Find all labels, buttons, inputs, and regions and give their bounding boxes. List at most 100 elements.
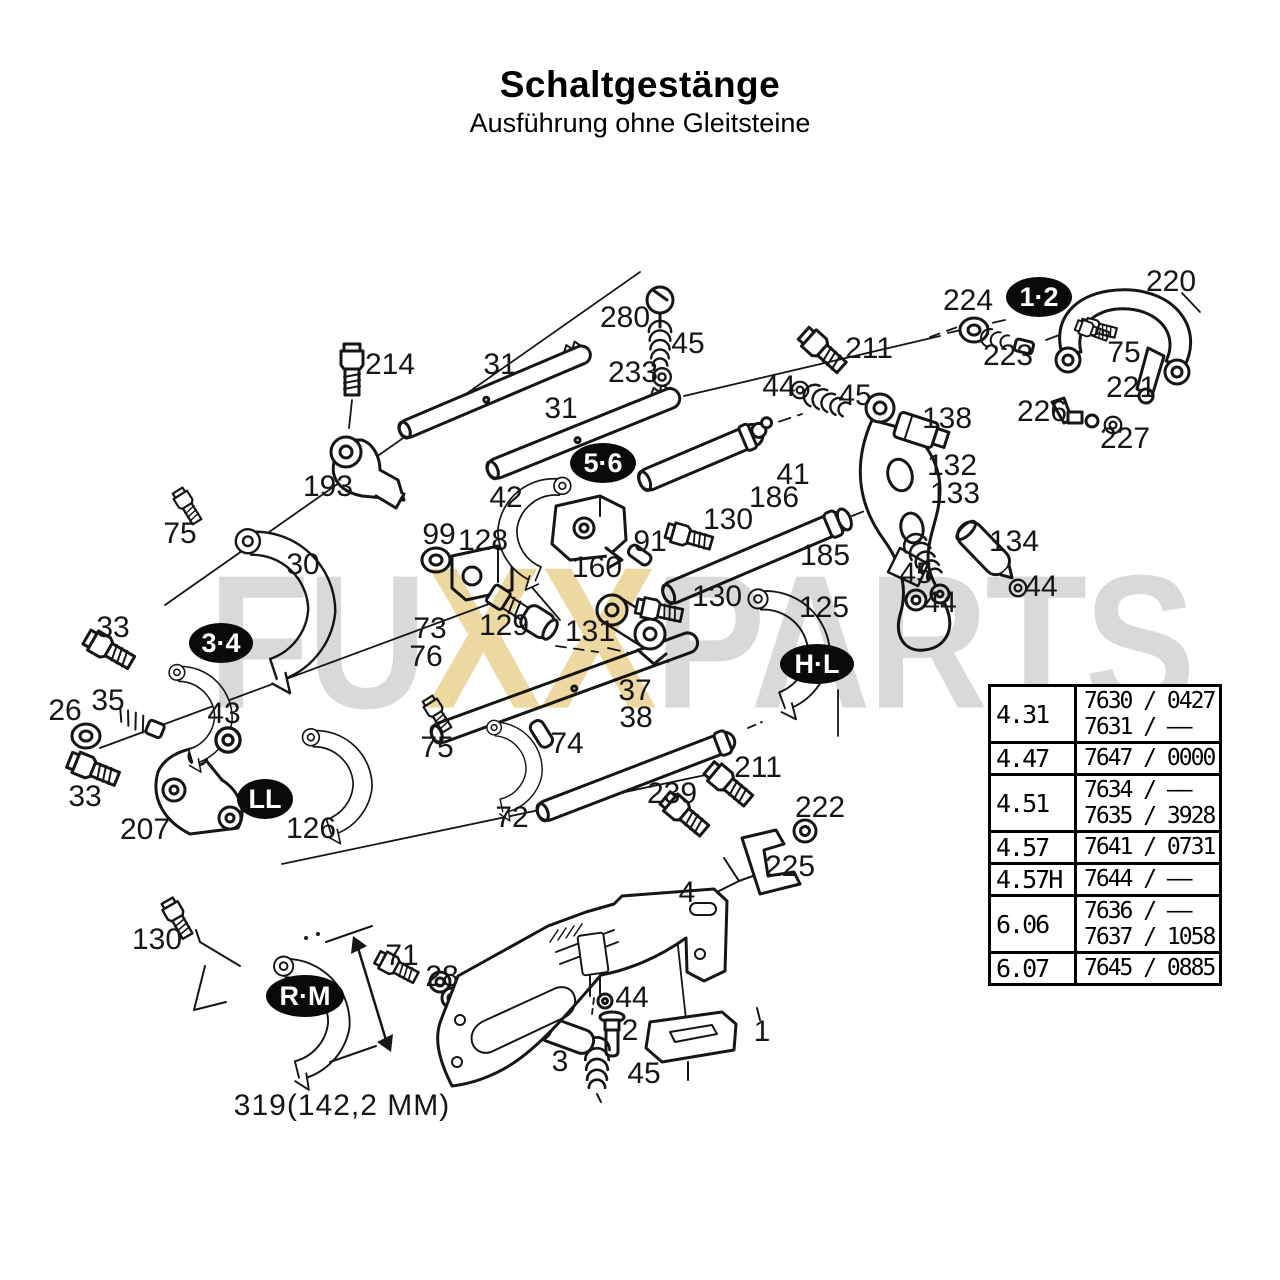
part-label-207: 207	[119, 813, 171, 846]
part-label-75: 75	[1107, 336, 1141, 369]
part-label-160: 160	[571, 551, 623, 584]
ratio-cell: 6.06	[991, 897, 1077, 951]
codes-cell: 7641 / 0731	[1077, 833, 1219, 862]
part-label-129: 129	[478, 609, 530, 642]
part-label-280: 280	[599, 301, 651, 334]
code-line: 7636 / ——	[1084, 898, 1193, 924]
part-label-42: 42	[489, 481, 523, 514]
ratio-cell: 4.47	[991, 744, 1077, 773]
part-label-44: 44	[762, 370, 796, 403]
part-label-30: 30	[286, 548, 320, 581]
code-line: 7647 / 0000	[1084, 745, 1216, 771]
part-label-126: 126	[285, 812, 337, 845]
part-label-186: 186	[748, 481, 800, 514]
codes-cell: 7644 / ——	[1077, 865, 1219, 894]
part-label-130: 130	[131, 923, 183, 956]
part-label-130: 130	[691, 580, 743, 613]
part-label-239: 239	[646, 777, 698, 810]
part-label-226: 226	[1016, 395, 1068, 428]
part-label-211: 211	[845, 332, 893, 365]
table-row: 6.06 7636 / ——7637 / 1058	[991, 894, 1219, 951]
part-label-138: 138	[921, 402, 973, 435]
stud-223	[980, 328, 1036, 356]
part-label-3: 3	[551, 1045, 569, 1078]
part-label-35: 35	[91, 684, 125, 717]
fasteners	[63, 285, 1112, 1103]
gear-badge-3·4: 3·4	[189, 623, 253, 663]
part-label-41: 41	[776, 458, 810, 491]
part-label-72: 72	[495, 801, 529, 834]
ratio-cell: 4.57	[991, 833, 1077, 862]
part-label-4: 4	[678, 876, 696, 909]
part-label-131: 131	[564, 615, 616, 648]
part-label-33: 33	[96, 611, 130, 644]
part-label-45: 45	[899, 557, 933, 590]
code-line: 7644 / ——	[1084, 866, 1193, 892]
part-label-128: 128	[457, 524, 509, 557]
part-label-31: 31	[544, 392, 578, 425]
part-label-45: 45	[838, 379, 872, 412]
part-label-222: 222	[794, 791, 846, 824]
gear-badge-LL: LL	[237, 779, 293, 819]
ratio-cell: 4.31	[991, 687, 1077, 741]
part-label-193: 193	[302, 470, 354, 503]
codes-cell: 7647 / 0000	[1077, 744, 1219, 773]
part-label-26: 26	[48, 694, 82, 727]
mounting-bracket	[436, 887, 761, 1088]
gear-badge-R·M: R·M	[266, 975, 344, 1017]
gear-badge-H·L: H·L	[780, 644, 854, 684]
shift-rods	[397, 340, 1014, 823]
ratio-cell: 4.51	[991, 776, 1077, 830]
part-label-220: 220	[1145, 265, 1197, 298]
code-line: 7637 / 1058	[1084, 924, 1216, 950]
code-line: 7635 / 3928	[1084, 803, 1216, 829]
part-label-130: 130	[702, 503, 754, 536]
gear-badge-5·6: 5·6	[570, 443, 636, 483]
part-label-28: 28	[425, 960, 459, 993]
part-label-44: 44	[923, 586, 957, 619]
code-line: 7631 / ——	[1084, 714, 1193, 740]
part-label-31: 31	[483, 348, 517, 381]
part-label-33: 33	[68, 780, 102, 813]
part-label-45: 45	[627, 1057, 661, 1090]
part-label-73: 73	[413, 612, 447, 645]
part-label-91: 91	[633, 525, 667, 558]
ratio-cell: 4.57H	[991, 865, 1077, 894]
table-row: 4.47 7647 / 0000	[991, 741, 1219, 773]
code-line: 7630 / 0427	[1084, 688, 1216, 714]
table-row: 4.57H 7644 / ——	[991, 862, 1219, 894]
part-label-44: 44	[615, 981, 649, 1014]
part-label-211: 211	[734, 751, 782, 784]
part-label-133: 133	[929, 477, 981, 510]
codes-cell: 7634 / ——7635 / 3928	[1077, 776, 1219, 830]
dimension-arrow	[304, 925, 393, 1063]
part-label-37: 37	[618, 674, 652, 707]
part-label-38: 38	[619, 701, 653, 734]
part-label-44: 44	[1024, 570, 1058, 603]
part-label-214: 214	[364, 348, 416, 381]
part-label-223: 223	[982, 339, 1034, 372]
part-label-185: 185	[799, 539, 851, 572]
part-label-224: 224	[942, 284, 994, 317]
part-label-125: 125	[798, 591, 850, 624]
part-label-74: 74	[550, 727, 584, 760]
screw-280	[645, 285, 675, 367]
page-subtitle: Ausführung ohne Gleitsteine	[469, 108, 811, 138]
part-label-225: 225	[764, 850, 816, 883]
bolt-129	[485, 583, 559, 641]
part-label-99: 99	[422, 518, 456, 551]
part-label-71: 71	[385, 939, 419, 972]
page-title: Schaltgestänge	[499, 64, 781, 105]
code-line: 7634 / ——	[1084, 777, 1193, 803]
part-label-227: 227	[1099, 422, 1151, 455]
ratio-cell: 6.07	[991, 954, 1077, 983]
dimension-note: 319(142,2 MM)	[233, 1089, 451, 1122]
part-label-221: 221	[1105, 371, 1157, 404]
